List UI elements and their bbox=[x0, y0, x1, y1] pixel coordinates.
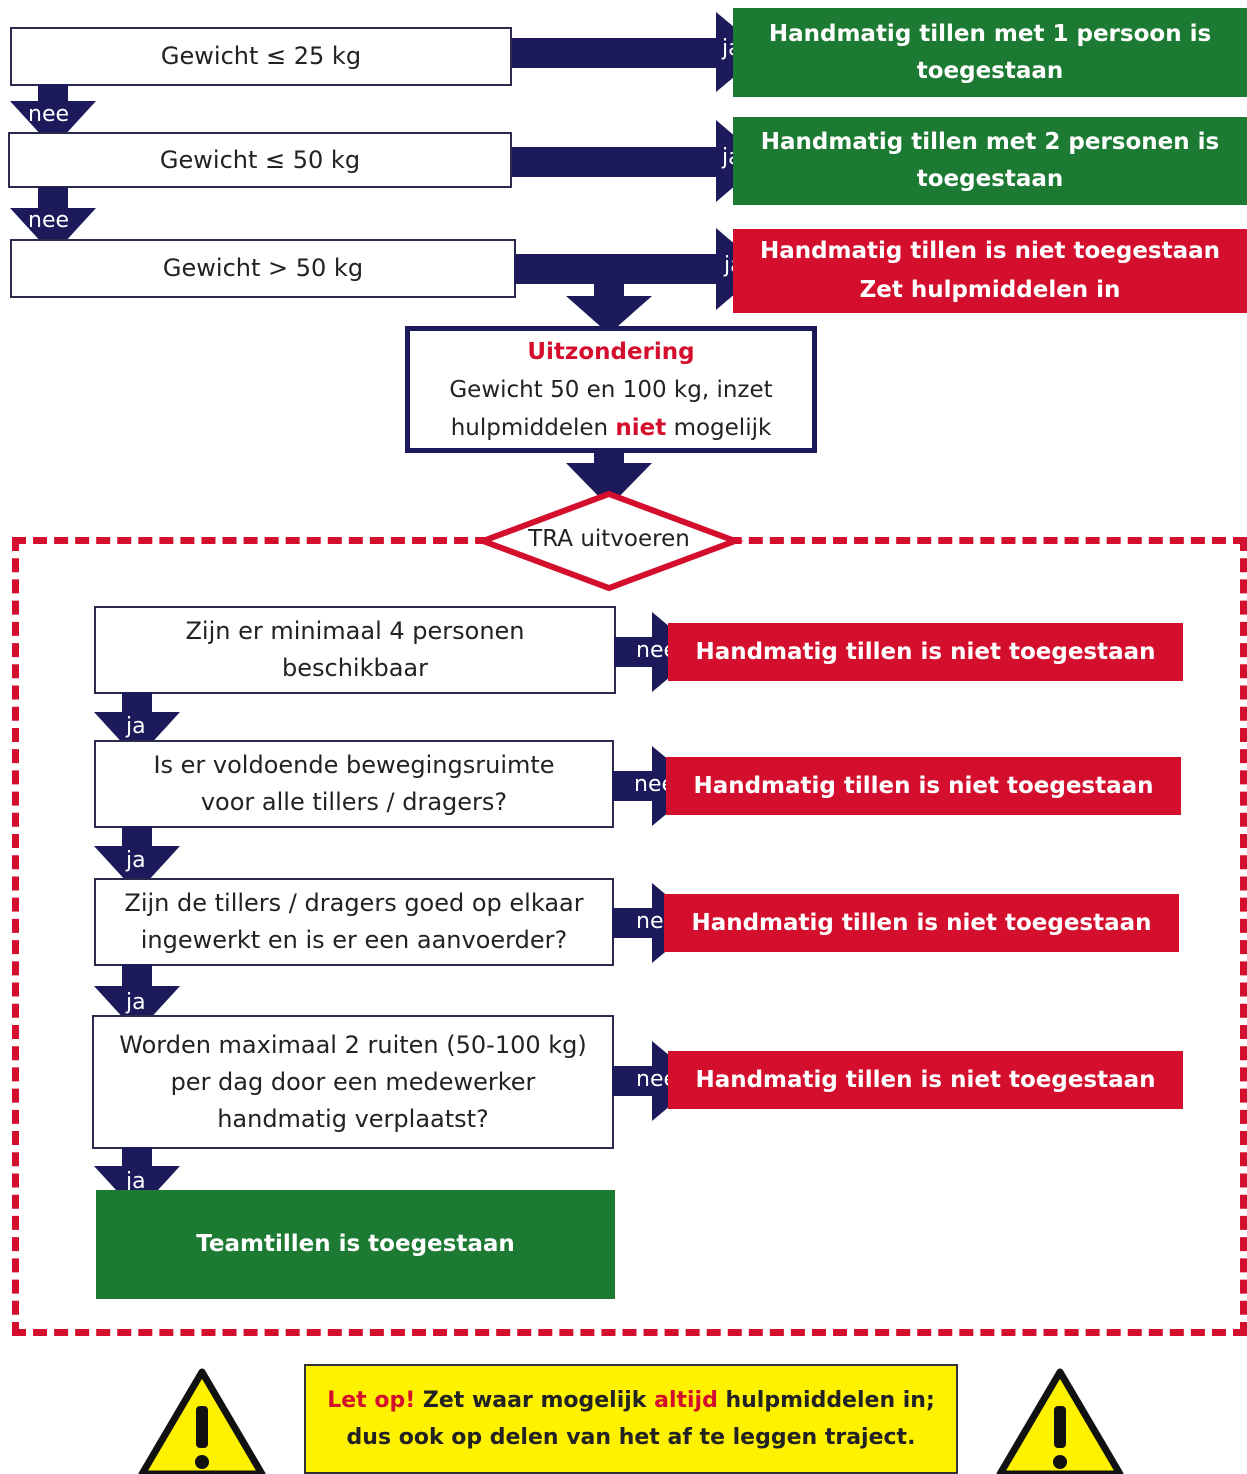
note-emphasis: altijd bbox=[654, 1388, 718, 1413]
outcome-start: Handmatig tillen is bbox=[695, 1066, 951, 1093]
arrow-shaft-to-exception bbox=[594, 283, 624, 299]
arrow-head-ja-q4 bbox=[94, 1166, 180, 1213]
question-line: Zijn de tillers / dragers goed op elkaar bbox=[124, 889, 584, 917]
arrow-shaft-nee-2 bbox=[38, 187, 68, 211]
outcome-text: Handmatig tillen is niet toegestaan bbox=[695, 633, 1155, 672]
outcome-q2-not-allowed: Handmatig tillen is niet toegestaan bbox=[666, 757, 1181, 815]
outcome-emphasis: niet bbox=[946, 909, 997, 936]
tra-diamond bbox=[474, 490, 744, 592]
exception-emphasis: niet bbox=[615, 414, 667, 441]
outcome-end: toegestaan bbox=[996, 909, 1152, 936]
outcome-end: toegestaan bbox=[998, 772, 1154, 799]
arrow-shaft-ja-3 bbox=[514, 254, 732, 284]
question-movement-space: Is er voldoende bewegingsruimte voor all… bbox=[94, 740, 614, 828]
outcome-start: Handmatig tillen is bbox=[691, 909, 947, 936]
outcome-2-persons: Handmatig tillen met 2 personen is toege… bbox=[733, 117, 1247, 205]
question-text: Gewicht ≤ 50 kg bbox=[159, 145, 361, 174]
outcome-emphasis: niet bbox=[948, 772, 999, 799]
outcome-not-allowed-aids: Handmatig tillen is niet toegestaan Zet … bbox=[733, 229, 1247, 313]
label-ja-q4: ja bbox=[126, 1169, 146, 1194]
question-line: Zijn er minimaal 4 personen bbox=[185, 617, 525, 645]
note-prefix: Let op! bbox=[327, 1388, 416, 1413]
final-outcome-text: Teamtillen is toegestaan bbox=[196, 1231, 515, 1257]
outcome-emphasis: niet bbox=[950, 638, 1001, 665]
question-line: Is er voldoende bewegingsruimte bbox=[153, 751, 555, 779]
outcome-line: Handmatig tillen met 1 persoon is bbox=[768, 20, 1212, 47]
outcome-start: Handmatig tillen is bbox=[695, 638, 951, 665]
outcome-1-person: Handmatig tillen met 1 persoon is toeges… bbox=[733, 8, 1247, 97]
outcome-end: toegestaan bbox=[1000, 638, 1156, 665]
exception-line2-start: hulpmiddelen bbox=[450, 414, 616, 441]
question-weight-50: Gewicht ≤ 50 kg bbox=[8, 132, 512, 188]
arrow-head-ja-q2 bbox=[94, 846, 180, 893]
label-nee-2: nee bbox=[28, 208, 70, 233]
note-line1: Let op! Zet waar mogelijk altijd hulpmid… bbox=[327, 1382, 935, 1419]
warning-icon bbox=[138, 1368, 266, 1474]
arrow-head-ja-q3 bbox=[94, 986, 180, 1033]
outcome-text: Handmatig tillen is niet toegestaan bbox=[695, 1061, 1155, 1100]
outcome-emphasis: niet bbox=[950, 1066, 1001, 1093]
outcome-text: Handmatig tillen is niet toegestaan bbox=[693, 767, 1153, 806]
arrow-head-to-tra bbox=[566, 463, 652, 507]
arrow-shaft-ja-2 bbox=[512, 147, 732, 177]
outcome-start: Handmatig tillen is bbox=[693, 772, 949, 799]
arrow-head-ja-q1 bbox=[94, 712, 180, 759]
question-max-2-per-day: Worden maximaal 2 ruiten (50-100 kg) per… bbox=[92, 1015, 614, 1149]
exception-line2-end: mogelijk bbox=[666, 414, 772, 441]
outcome-line: Handmatig tillen is niet toegestaan bbox=[759, 238, 1221, 264]
outcome-text: Handmatig tillen is niet toegestaan bbox=[691, 904, 1151, 943]
note-text2: hulpmiddelen in; bbox=[717, 1388, 935, 1413]
note-box: Let op! Zet waar mogelijk altijd hulpmid… bbox=[304, 1364, 958, 1474]
arrow-shaft-to-tra bbox=[594, 452, 624, 466]
label-ja-q1: ja bbox=[126, 714, 146, 739]
question-trained-team: Zijn de tillers / dragers goed op elkaar… bbox=[94, 878, 614, 966]
question-text: Gewicht > 50 kg bbox=[162, 254, 364, 282]
exception-box: Uitzondering Gewicht 50 en 100 kg, inzet… bbox=[405, 326, 817, 453]
label-ja-q3: ja bbox=[126, 990, 146, 1015]
warning-icon bbox=[996, 1368, 1124, 1474]
exception-line2: hulpmiddelen niet mogelijk bbox=[451, 409, 772, 447]
outcome-line: Zet hulpmiddelen in bbox=[859, 277, 1121, 303]
outcome-line: toegestaan bbox=[916, 166, 1064, 192]
question-min-4-persons: Zijn er minimaal 4 personen beschikbaar bbox=[94, 606, 616, 694]
question-line: beschikbaar bbox=[282, 654, 428, 682]
arrow-shaft-ja-q3 bbox=[122, 964, 152, 988]
question-line: handmatig verplaatst? bbox=[217, 1104, 489, 1133]
outcome-team-lift-allowed: Teamtillen is toegestaan bbox=[96, 1190, 615, 1299]
exception-line1: Gewicht 50 en 100 kg, inzet bbox=[449, 376, 773, 403]
arrow-head-to-exception bbox=[566, 296, 652, 334]
question-line: Worden maximaal 2 ruiten (50-100 kg) bbox=[119, 1030, 587, 1059]
outcome-line: Handmatig tillen met 2 personen is bbox=[760, 129, 1220, 155]
arrow-head-nee-1 bbox=[10, 101, 96, 148]
tra-label: TRA uitvoeren bbox=[528, 526, 690, 552]
question-text: Gewicht ≤ 25 kg bbox=[160, 42, 362, 70]
outcome-line: toegestaan bbox=[916, 57, 1064, 84]
question-weight-25: Gewicht ≤ 25 kg bbox=[10, 27, 512, 86]
exception-title: Uitzondering bbox=[527, 338, 695, 365]
outcome-q3-not-allowed: Handmatig tillen is niet toegestaan bbox=[664, 894, 1179, 952]
question-line: per dag door een medewerker bbox=[170, 1067, 536, 1096]
note-line2: dus ook op delen van het af te leggen tr… bbox=[346, 1425, 916, 1450]
outcome-q1-not-allowed: Handmatig tillen is niet toegestaan bbox=[668, 623, 1183, 681]
arrow-head-nee-2 bbox=[10, 208, 96, 255]
outcome-q4-not-allowed: Handmatig tillen is niet toegestaan bbox=[668, 1051, 1183, 1109]
label-ja-q2: ja bbox=[126, 848, 146, 873]
question-line: ingewerkt en is er een aanvoerder? bbox=[140, 926, 568, 954]
outcome-end: toegestaan bbox=[1000, 1066, 1156, 1093]
note-text1: Zet waar mogelijk bbox=[415, 1388, 655, 1413]
question-line: voor alle tillers / dragers? bbox=[200, 788, 508, 816]
label-nee-1: nee bbox=[28, 102, 70, 127]
question-weight-over-50: Gewicht > 50 kg bbox=[10, 239, 516, 298]
arrow-shaft-ja-1 bbox=[512, 38, 732, 68]
